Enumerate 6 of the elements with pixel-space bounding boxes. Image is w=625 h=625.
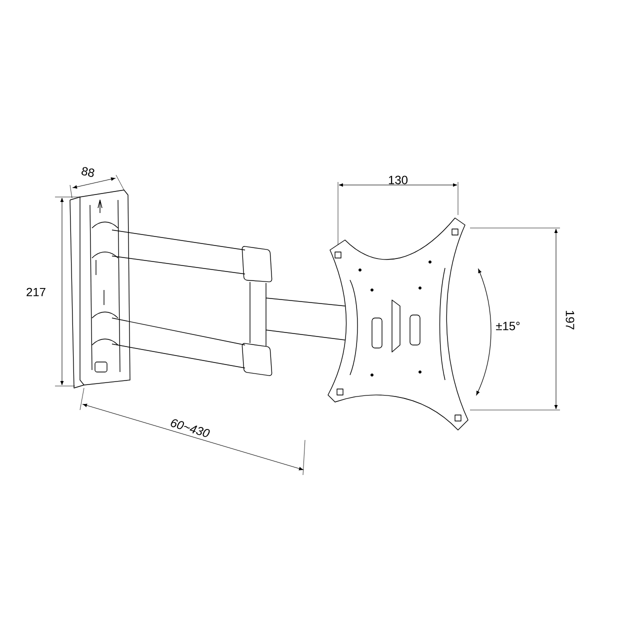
dimension-label: 197 (566, 310, 574, 330)
dimension-label: 217 (26, 288, 46, 296)
dimension-label: 60~430 (170, 419, 210, 437)
dimension-label: 88 (82, 167, 94, 177)
dimension-label: ±15° (496, 322, 520, 330)
dimension-label: 130 (388, 176, 408, 184)
